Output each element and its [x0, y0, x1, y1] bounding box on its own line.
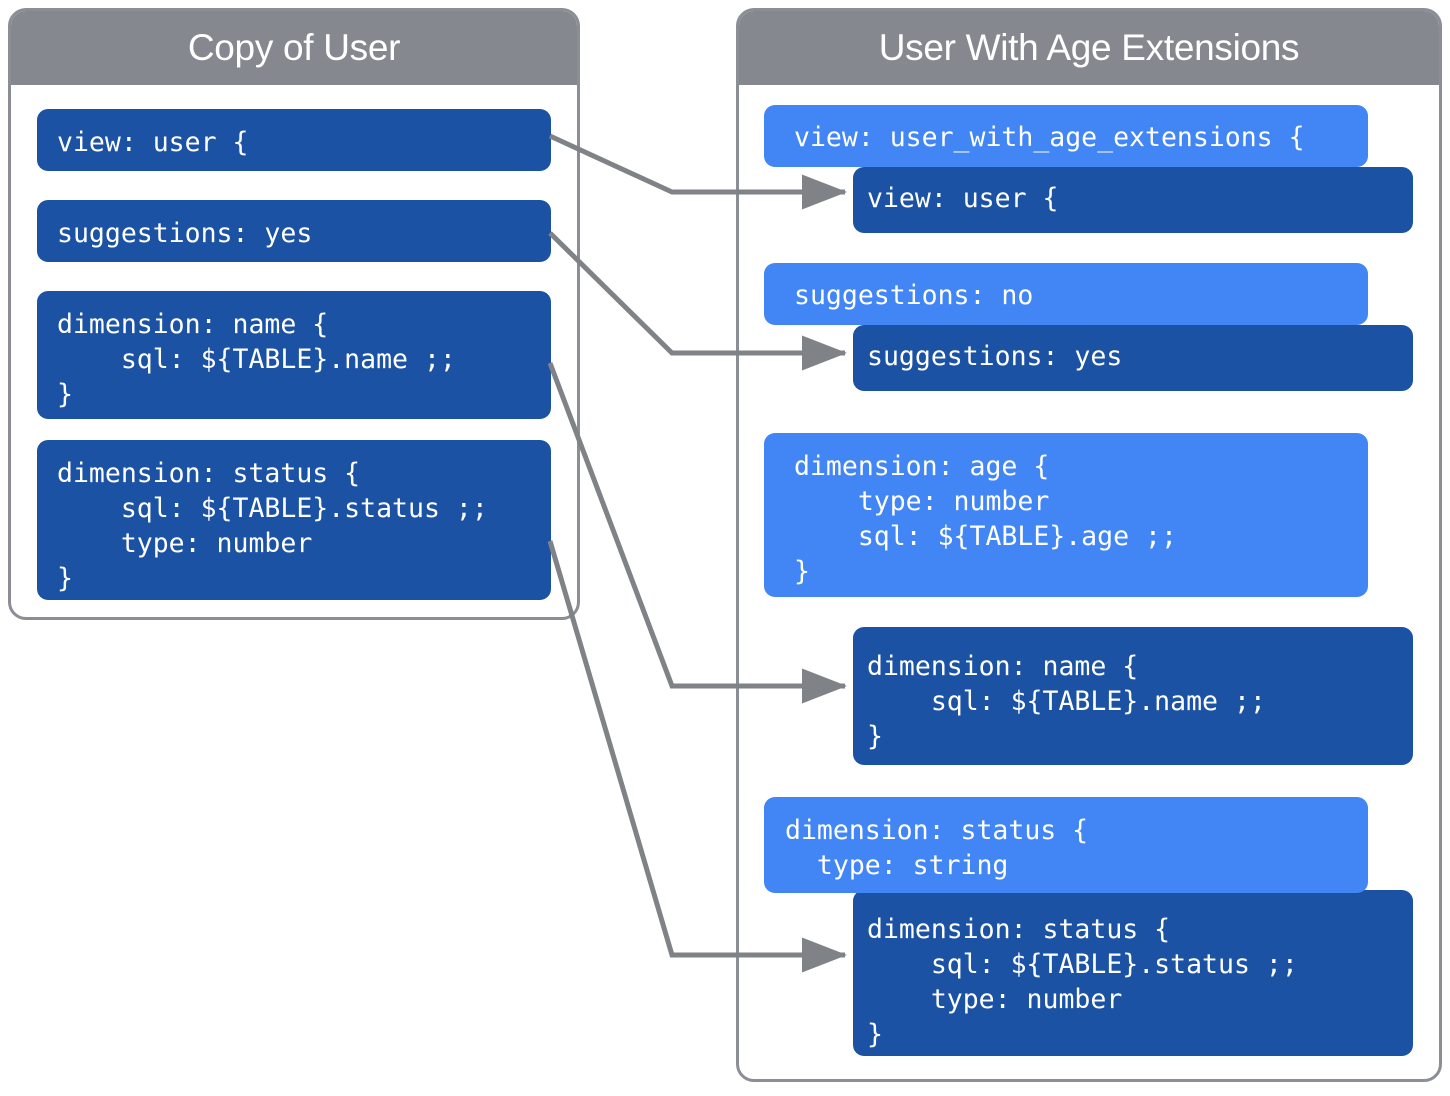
code-block-right-dimension-age-extension[interactable]: dimension: age { type: number sql: ${TAB… — [764, 433, 1368, 597]
code-block-left-dimension-status[interactable]: dimension: status { sql: ${TABLE}.status… — [37, 440, 551, 600]
code-block-left-suggestions[interactable]: suggestions: yes — [37, 200, 551, 262]
code-block-right-suggestions-extension[interactable]: suggestions: no — [764, 263, 1368, 325]
code-block-right-view-extension[interactable]: view: user_with_age_extensions { — [764, 105, 1368, 167]
panel-left-title: Copy of User — [11, 11, 577, 85]
panel-user-with-age-extensions: User With Age Extensions view: user { vi… — [736, 8, 1442, 1082]
code-block-right-dimension-status-extension[interactable]: dimension: status { type: string — [764, 797, 1368, 893]
code-block-right-suggestions-base[interactable]: suggestions: yes — [853, 325, 1413, 391]
panel-right-title: User With Age Extensions — [739, 11, 1439, 85]
code-block-right-dimension-status-base[interactable]: dimension: status { sql: ${TABLE}.status… — [853, 890, 1413, 1056]
code-block-left-view[interactable]: view: user { — [37, 109, 551, 171]
code-block-left-dimension-name[interactable]: dimension: name { sql: ${TABLE}.name ;; … — [37, 291, 551, 419]
code-block-right-view-base[interactable]: view: user { — [853, 167, 1413, 233]
panel-copy-of-user: Copy of User view: user { suggestions: y… — [8, 8, 580, 620]
code-block-right-dimension-name-base[interactable]: dimension: name { sql: ${TABLE}.name ;; … — [853, 627, 1413, 765]
